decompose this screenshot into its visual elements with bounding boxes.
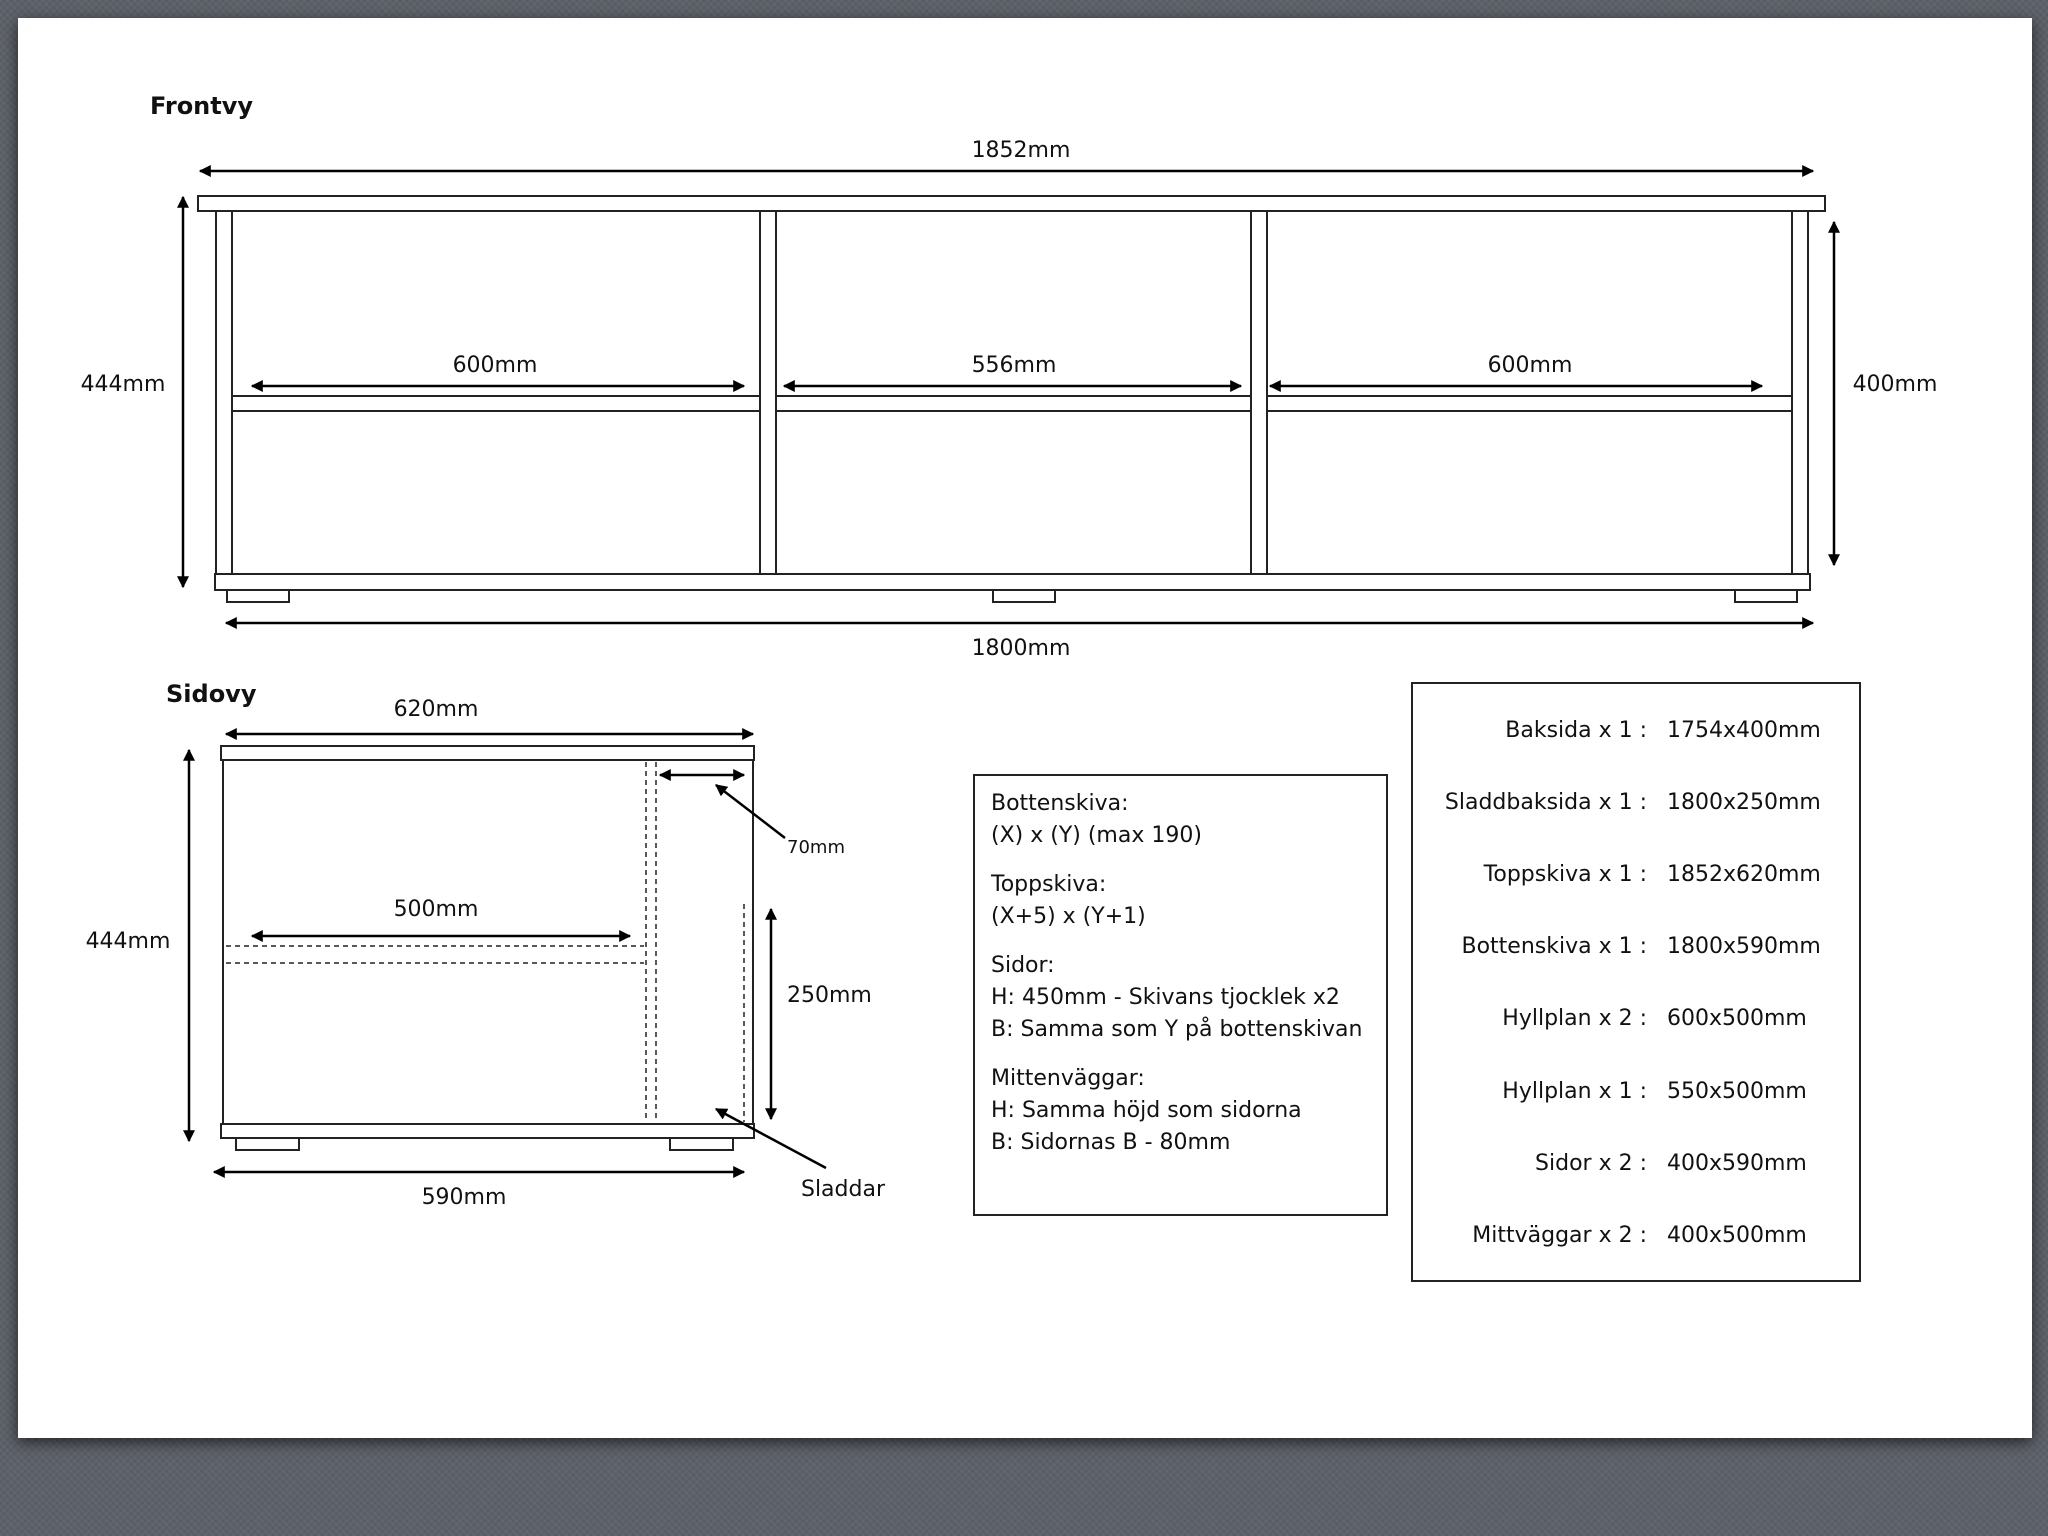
formula-sides: Sidor: H: 450mm - Skivans tjocklek x2 B:…: [991, 950, 1370, 1046]
label-cables: Sladdar: [801, 1177, 886, 1202]
part-size: 600x500mm: [1667, 1006, 1807, 1032]
part-size: 1754x400mm: [1667, 717, 1821, 743]
front-left-side: [215, 210, 233, 575]
dim-label-cable: 250mm: [787, 983, 872, 1008]
dim-label-shelf: 500mm: [394, 897, 479, 922]
front-foot-left: [226, 589, 290, 603]
dim-label-left-section: 600mm: [453, 353, 538, 378]
part-row: Hyllplan x 2 : 600x500mm: [1413, 983, 1859, 1055]
part-name: Baksida x 1 :: [1505, 717, 1647, 743]
part-size: 550x500mm: [1667, 1078, 1807, 1104]
front-foot-right: [1734, 589, 1798, 603]
formula-line: (X+5) x (Y+1): [991, 904, 1146, 929]
front-foot-middle: [992, 589, 1056, 603]
leader-cables: [714, 1107, 827, 1170]
dim-label-gap: 70mm: [787, 837, 845, 858]
part-size: 1800x590mm: [1667, 934, 1821, 960]
dim-label-top-depth: 620mm: [394, 697, 479, 722]
dim-label-bottom-depth: 590mm: [422, 1185, 507, 1210]
front-shelf-right: [1266, 395, 1793, 412]
front-right-side: [1791, 210, 1809, 575]
formula-heading: Mittenväggar:: [991, 1066, 1145, 1091]
part-size: 1852x620mm: [1667, 861, 1821, 887]
part-name: Sidor x 2 :: [1535, 1150, 1647, 1176]
front-view: Frontvy 1852mm 444mm 400mm 600mm 556mm 6…: [81, 92, 1938, 661]
side-view-title: Sidovy: [166, 680, 257, 708]
part-row: Hyllplan x 1 : 550x500mm: [1413, 1055, 1859, 1127]
front-shelf-left: [231, 395, 761, 412]
dim-label-front-height: 444mm: [81, 372, 166, 397]
part-name: Mittväggar x 2 :: [1472, 1222, 1647, 1248]
part-name: Hyllplan x 1 :: [1502, 1078, 1647, 1104]
formula-top-board: Toppskiva: (X+5) x (Y+1): [991, 869, 1370, 933]
side-panel: [222, 759, 754, 1125]
part-row: Sidor x 2 : 400x590mm: [1413, 1127, 1859, 1199]
part-row: Mittväggar x 2 : 400x500mm: [1413, 1199, 1859, 1271]
formula-heading: Bottenskiva:: [991, 791, 1129, 816]
side-view: Sidovy 620mm 444mm 500mm 70mm 250mm Slad…: [86, 680, 886, 1210]
dim-label-side-height: 444mm: [86, 929, 171, 954]
part-row: Baksida x 1 : 1754x400mm: [1413, 694, 1859, 766]
dim-label-right-section: 600mm: [1488, 353, 1573, 378]
part-row: Bottenskiva x 1 : 1800x590mm: [1413, 911, 1859, 983]
front-bottom-board-full: [214, 573, 1811, 591]
front-view-title: Frontvy: [150, 92, 253, 120]
formula-line: (X) x (Y) (max 190): [991, 823, 1202, 848]
dim-label-total-width: 1852mm: [972, 138, 1071, 163]
formula-middle-walls: Mittenväggar: H: Samma höjd som sidorna …: [991, 1063, 1370, 1159]
front-shelf-middle: [775, 395, 1252, 412]
formula-box: Bottenskiva: (X) x (Y) (max 190) Toppski…: [973, 774, 1388, 1216]
part-name: Sladdbaksida x 1 :: [1444, 789, 1647, 815]
formula-bottom-board: Bottenskiva: (X) x (Y) (max 190): [991, 788, 1370, 852]
side-foot-back: [669, 1137, 734, 1151]
part-name: Toppskiva x 1 :: [1483, 861, 1647, 887]
dim-label-base-width: 1800mm: [972, 636, 1071, 661]
side-bottom-board: [220, 1123, 755, 1139]
side-top-board: [220, 745, 755, 761]
formula-line: H: Samma höjd som sidorna: [991, 1098, 1302, 1123]
part-size: 1800x250mm: [1667, 789, 1821, 815]
formula-heading: Sidor:: [991, 953, 1055, 978]
formula-line: H: 450mm - Skivans tjocklek x2: [991, 985, 1340, 1010]
part-name: Hyllplan x 2 :: [1502, 1006, 1647, 1032]
formula-heading: Toppskiva:: [991, 872, 1107, 897]
front-top-board: [197, 195, 1826, 212]
dim-label-inner-height: 400mm: [1853, 372, 1938, 397]
formula-line: B: Samma som Y på bottenskivan: [991, 1017, 1363, 1042]
formula-line: B: Sidornas B - 80mm: [991, 1130, 1231, 1155]
front-divider-right: [1250, 210, 1268, 575]
part-row: Sladdbaksida x 1 : 1800x250mm: [1413, 766, 1859, 838]
front-divider-left: [759, 210, 777, 575]
leader-gap: [715, 784, 786, 839]
dim-label-middle-section: 556mm: [972, 353, 1057, 378]
part-size: 400x500mm: [1667, 1222, 1807, 1248]
side-foot-front: [235, 1137, 300, 1151]
part-name: Bottenskiva x 1 :: [1461, 934, 1647, 960]
part-size: 400x590mm: [1667, 1150, 1807, 1176]
parts-list: Baksida x 1 : 1754x400mm Sladdbaksida x 1…: [1411, 682, 1861, 1282]
part-row: Toppskiva x 1 : 1852x620mm: [1413, 838, 1859, 910]
